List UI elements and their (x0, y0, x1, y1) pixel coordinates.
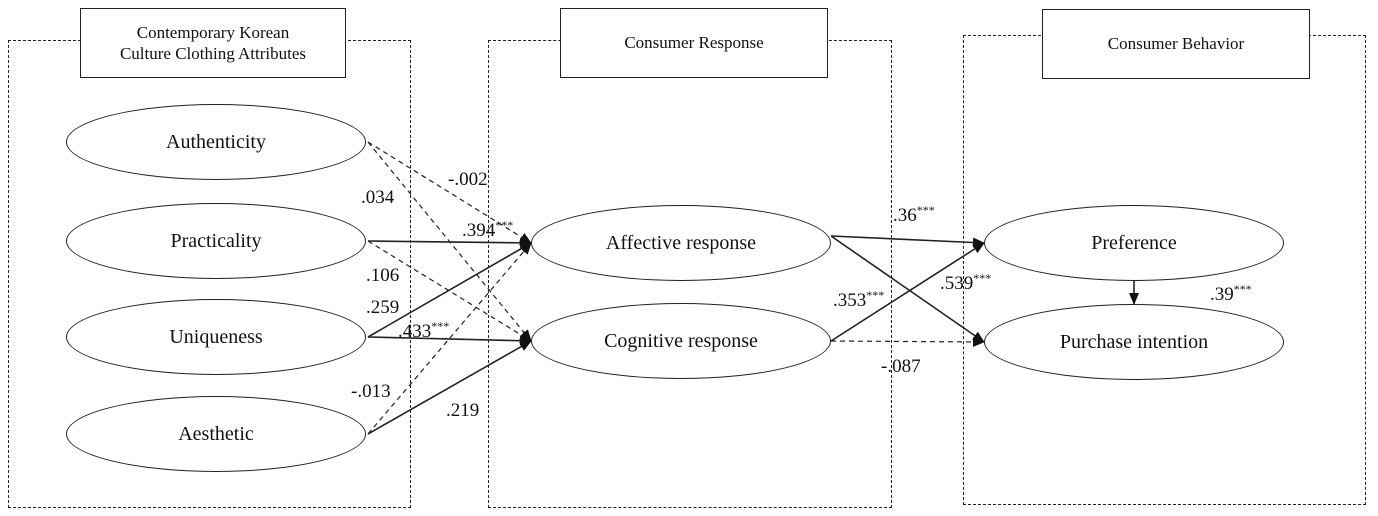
attributes-group-title: Contemporary Korean Culture Clothing Att… (80, 8, 346, 78)
path-arrow-auth-aff (367, 141, 532, 244)
path-arrow-prac-cog (367, 240, 532, 342)
authenticity-node: Authenticity (66, 104, 366, 180)
path-arrow-prac-aff (367, 237, 532, 248)
path-arrow-uniq-cog (367, 335, 532, 346)
coef-label-auth-cog: .034 (361, 187, 395, 208)
path-arrow-aest-cog (367, 340, 532, 435)
path-arrow-aff-pref (830, 235, 985, 248)
coef-label-aest-aff: -.013 (351, 381, 391, 402)
path-arrow-aest-aff (367, 242, 532, 435)
path-arrow-cog-pref (830, 242, 985, 342)
behavior-group-title: Consumer Behavior (1042, 9, 1310, 79)
cognitive-response-node: Cognitive response (531, 303, 831, 379)
path-arrow-uniq-aff (367, 242, 532, 338)
aesthetic-node: Aesthetic (66, 396, 366, 472)
response-group-title: Consumer Response (560, 8, 828, 78)
coef-label-aest-cog: .219 (446, 400, 480, 421)
coef-label-aff-pur: .539*** (940, 271, 992, 294)
coef-label-cog-pref: .353*** (833, 288, 885, 311)
coef-label-prac-cog: .106 (366, 265, 400, 286)
uniqueness-node: Uniqueness (66, 299, 366, 375)
coef-label-cog-pur: -.087 (881, 356, 921, 377)
coef-label-prac-aff: .394*** (462, 218, 514, 241)
coef-label-uniq-cog: .433*** (398, 319, 450, 342)
path-arrow-cog-pur (830, 336, 985, 347)
coef-label-auth-aff: -.002 (448, 169, 488, 190)
purchase-intention-node: Purchase intention (984, 304, 1284, 380)
path-arrow-aff-pur (830, 235, 985, 343)
practicality-node: Practicality (66, 203, 366, 279)
affective-response-node: Affective response (531, 205, 831, 281)
coef-label-aff-pref: .36*** (893, 203, 935, 226)
coef-label-pref-pur: .39*** (1210, 282, 1252, 305)
preference-node: Preference (984, 205, 1284, 281)
coef-label-uniq-aff: .259 (366, 297, 400, 318)
